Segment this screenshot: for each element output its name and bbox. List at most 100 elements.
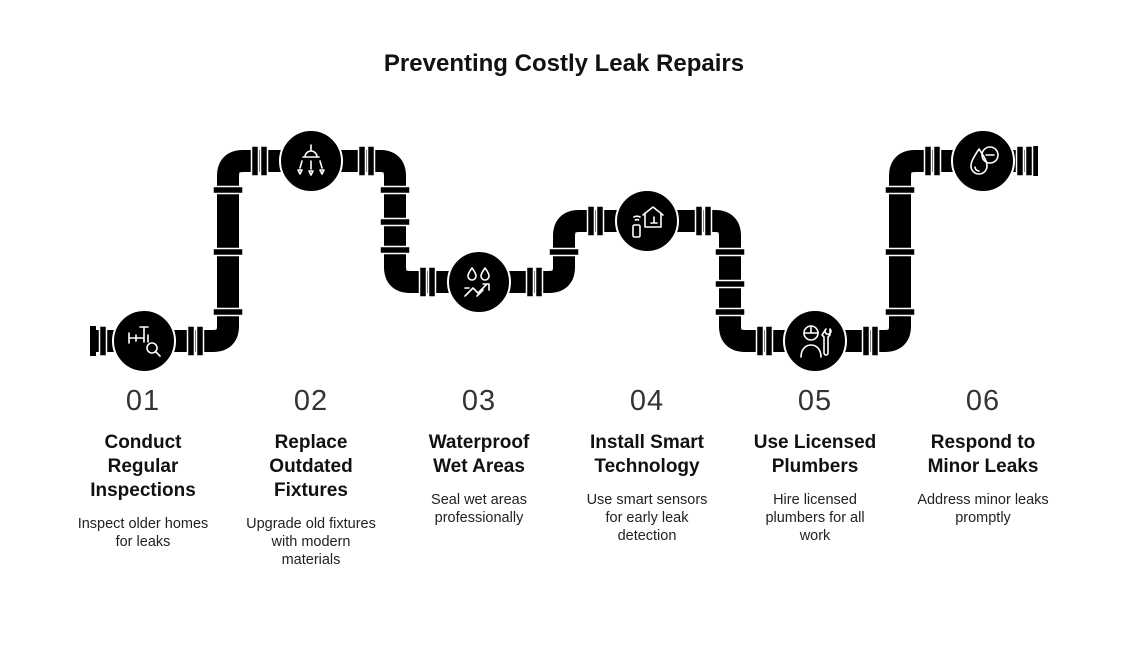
pipe-coupling [755, 325, 765, 357]
step-description-line: Upgrade old fixtures [246, 516, 376, 532]
pipe-coupling [1015, 145, 1025, 177]
step-title-line: Install Smart [589, 432, 705, 453]
step-number: 03 [461, 385, 497, 417]
pipe-end-cap [1032, 146, 1038, 176]
step-description-line: work [799, 528, 831, 544]
pipe-coupling [586, 205, 596, 237]
step-description-line: with modern [271, 534, 351, 550]
pipe-coupling [1024, 145, 1034, 177]
step-description: Hire licensed plumbers for all work [731, 491, 899, 545]
pipe-coupling [861, 325, 871, 357]
pipe-coupling [932, 145, 942, 177]
pipe-node-6 [951, 129, 1015, 193]
pipe-coupling [357, 145, 367, 177]
pipe-coupling [379, 217, 411, 227]
pipe-coupling [379, 245, 411, 255]
step-title-line: Regular [107, 456, 179, 477]
pipe-coupling [870, 325, 880, 357]
pipe-coupling [884, 185, 916, 195]
step-description-line: Seal wet areas [431, 492, 527, 508]
step-title-line: Inspections [90, 480, 196, 501]
step-title-line: Conduct [104, 432, 182, 453]
step-description-line: Hire licensed [773, 492, 857, 508]
step-description-line: materials [281, 552, 341, 568]
step-description: Inspect older homes for leaks [59, 515, 227, 551]
pipe-coupling [98, 325, 108, 357]
plumber-icon [797, 323, 833, 359]
step-number: 06 [965, 385, 1001, 417]
pipe-coupling [923, 145, 933, 177]
step-description-line: for leaks [115, 534, 171, 550]
pipe-coupling [212, 307, 244, 317]
step-description-line: Inspect older homes [77, 516, 209, 532]
pipe-coupling [427, 266, 437, 298]
pipe-coupling [884, 307, 916, 317]
step-title-line: Technology [594, 456, 700, 477]
step-description-line: promptly [955, 510, 1011, 526]
pipe-coupling [212, 247, 244, 257]
step-number: 05 [797, 385, 833, 417]
pipe-coupling [595, 205, 605, 237]
step-title-line: Outdated [269, 456, 353, 477]
step-description-line: Address minor leaks [917, 492, 1049, 508]
pipe-coupling [195, 325, 205, 357]
step-description-line: Use smart sensors [586, 492, 708, 508]
pipe-coupling [379, 185, 411, 195]
pipe-coupling [186, 325, 196, 357]
pipe-couplings [98, 145, 1034, 357]
pipe-coupling [548, 247, 580, 257]
pipe-coupling [714, 307, 746, 317]
pipe-node-4 [615, 189, 679, 253]
valve-magnifier-icon [126, 323, 162, 359]
step-description-line: professionally [434, 510, 524, 526]
drop-minus-icon [965, 143, 1001, 179]
step-description: Seal wet areas professionally [395, 491, 563, 527]
step-title-line: Minor Leaks [927, 456, 1039, 477]
step-number: 04 [629, 385, 665, 417]
pipe-coupling [250, 145, 260, 177]
step-description-line: detection [617, 528, 677, 544]
step-number: 02 [293, 385, 329, 417]
step-description-line: for early leak [605, 510, 689, 526]
step-description: Address minor leaks promptly [899, 491, 1067, 527]
step-description: Upgrade old fixtures with modern materials [227, 515, 395, 569]
pipe-coupling [418, 266, 428, 298]
shower-head-icon [293, 143, 329, 179]
smart-home-icon [629, 203, 665, 239]
pipe-node-3 [447, 250, 511, 314]
step-number: 01 [125, 385, 161, 417]
pipe-coupling [694, 205, 704, 237]
page-title: Preventing Costly Leak Repairs [383, 50, 745, 77]
step-title-line: Wet Areas [433, 456, 525, 477]
pipe-coupling [534, 266, 544, 298]
pipe-coupling [884, 247, 916, 257]
pipe-coupling [366, 145, 376, 177]
pipe-coupling [259, 145, 269, 177]
step-title-line: Waterproof [428, 432, 530, 453]
step-description-line: plumbers for all [765, 510, 865, 526]
step-title-line: Use Licensed [753, 432, 877, 453]
pipe-node-5 [783, 309, 847, 373]
water-drops-icon [461, 264, 497, 300]
pipe-coupling [525, 266, 535, 298]
pipe-coupling [212, 185, 244, 195]
step-title-line: Fixtures [274, 480, 348, 501]
pipe-coupling [714, 279, 746, 289]
step-title-line: Respond to [930, 432, 1036, 453]
pipe-coupling [764, 325, 774, 357]
step-title: Respond to Minor Leaks [899, 431, 1067, 479]
step-description: Use smart sensors for early leak detection [563, 491, 731, 545]
pipe-coupling [703, 205, 713, 237]
pipe-end-cap [90, 326, 96, 356]
pipe-coupling [714, 247, 746, 257]
